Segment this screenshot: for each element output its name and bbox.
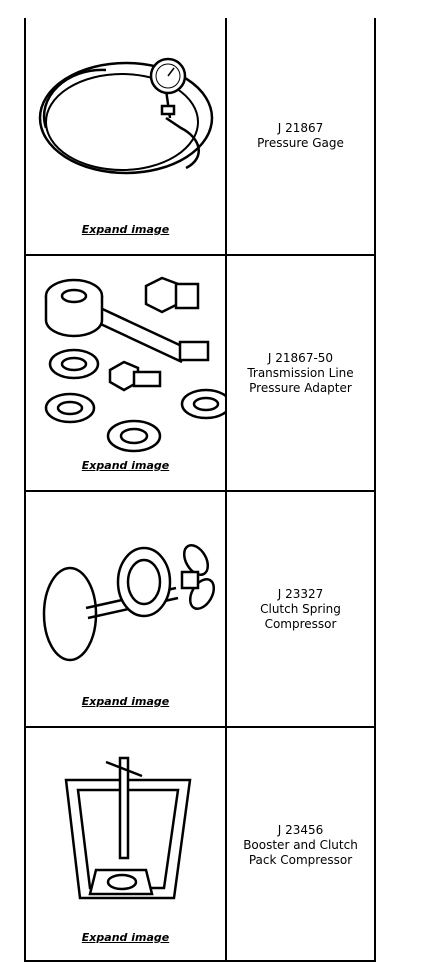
clutch-spring-compressor-icon (42, 544, 216, 662)
tool-number: J 21867 (277, 121, 324, 135)
column-divider (225, 256, 227, 490)
tool-description-cell: J 23456 Booster and Clutch Pack Compress… (227, 728, 374, 962)
expand-image-link[interactable]: Expand image (81, 459, 170, 472)
tool-image-cell: Expand image (26, 256, 225, 490)
expand-image-link[interactable]: Expand image (81, 931, 170, 944)
special-tools-table: Expand image J 21867 Pressure Gage (24, 18, 376, 962)
tool-number: J 23327 (277, 586, 324, 601)
pressure-gage-icon (38, 57, 214, 175)
tool-name-line: Booster and Clutch (243, 837, 358, 852)
tool-description-cell: J 21867-50 Transmission Line Pressure Ad… (227, 256, 374, 490)
column-divider (225, 728, 227, 962)
table-row: Expand image J 21867-50 Transmission Lin… (26, 254, 374, 490)
tool-image-cell: Expand image (26, 728, 225, 962)
tool-number: J 23456 (277, 822, 324, 837)
tool-image-cell: Expand image (26, 18, 225, 254)
expand-image-link[interactable]: Expand image (81, 695, 170, 708)
tool-name-line: Clutch Spring (260, 601, 341, 616)
tool-name-line: Transmission Line (247, 365, 354, 380)
tool-name-line: Pressure Gage (257, 136, 344, 150)
column-divider (225, 18, 227, 254)
tool-name-line: Compressor (264, 616, 337, 631)
tool-name-line: Pressure Adapter (249, 380, 352, 395)
pressure-adapter-icon (44, 276, 225, 453)
table-row: Expand image J 23456 Booster and Clutch … (26, 726, 374, 962)
tool-description-cell: J 21867 Pressure Gage (227, 18, 374, 254)
tool-name-line: Pack Compressor (248, 852, 353, 867)
tool-description-cell: J 23327 Clutch Spring Compressor (227, 492, 374, 726)
clutch-pack-compressor-icon (64, 756, 192, 900)
tool-image-cell: Expand image (26, 492, 225, 726)
column-divider (225, 492, 227, 726)
table-row: Expand image J 21867 Pressure Gage (26, 18, 374, 254)
table-row: Expand image J 23327 Clutch Spring Compr… (26, 490, 374, 726)
tool-number: J 21867-50 (267, 350, 334, 365)
expand-image-link[interactable]: Expand image (81, 223, 170, 236)
